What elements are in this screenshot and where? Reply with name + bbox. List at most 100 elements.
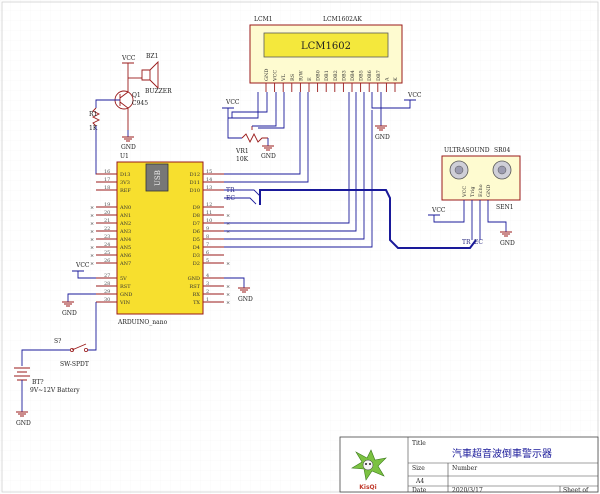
potentiometer-icon <box>241 132 268 144</box>
vcc-label-buzzer: VCC <box>121 55 136 62</box>
power-switch[interactable]: S? SW-SPDT <box>21 302 97 368</box>
nano-right-pin-name: RX <box>193 292 201 298</box>
lcm-pin-label: DB3 <box>341 70 347 81</box>
nano-right-pin-name: GND <box>188 276 200 282</box>
lcm-pin-label: DB6 <box>367 70 373 81</box>
nano-left-pin-name: AN1 <box>119 213 131 219</box>
nano-right-pin-number: 10 <box>206 218 212 224</box>
lcm-pin-label: R/W <box>298 70 304 81</box>
sr04-pin-label: GND <box>486 185 492 197</box>
buzzer-icon <box>141 60 159 90</box>
nano-power: VCC GND GND <box>62 262 253 317</box>
nano-left-pin-name: 5V <box>120 276 127 282</box>
no-connect-icon: × <box>226 221 230 227</box>
resistor-value: 1K <box>89 125 98 132</box>
no-connect-icon: × <box>226 300 230 306</box>
nano-left-pin-number: 25 <box>104 250 110 256</box>
pot-ref: VR1 <box>235 148 249 155</box>
no-connect-icon: × <box>90 237 94 243</box>
no-connect-icon: × <box>90 245 94 251</box>
resistor-ref: R1 <box>89 111 97 118</box>
nano-left-pin-number: 30 <box>104 297 110 303</box>
nano-right-pin-name: D3 <box>193 253 200 259</box>
nano-right-pin-number: 8 <box>206 234 209 240</box>
nano-left-pin-name: AN7 <box>119 261 131 267</box>
nano-left-pin-name: D13 <box>120 172 130 178</box>
nano-right-pin-name: D7 <box>193 221 200 227</box>
size-value: A4 <box>415 478 424 485</box>
buzzer-circuit: VCC BZ1 BUZZER Q1 C945 GND R1 1K <box>89 53 172 175</box>
lcm-pin-label: DB2 <box>333 70 339 81</box>
lcm-pin-label: DB7 <box>376 70 382 81</box>
lcm-ref: LCM1 <box>254 16 273 23</box>
no-connect-icon: × <box>90 205 94 211</box>
lcm-part: LCM1602AK <box>323 16 362 23</box>
nano-left-pin-number: 17 <box>104 177 110 183</box>
nano-right-pin-number: 1 <box>206 297 209 303</box>
no-connect-icon: × <box>226 213 230 219</box>
nano-right-pin-name: D8 <box>193 213 200 219</box>
usb-label: USB <box>154 170 162 186</box>
no-connect-icon: × <box>90 213 94 219</box>
lcd-bus-wires <box>224 92 373 248</box>
switch-icon <box>71 343 87 351</box>
date-label: Date <box>412 487 427 494</box>
nano-left-pin-number: 24 <box>104 242 110 248</box>
nano-left-pin-number: 22 <box>104 226 110 232</box>
nano-right-pin-number: 2 <box>206 289 209 295</box>
ground-icon <box>375 125 387 131</box>
sr04-pin-label: VCC <box>462 186 468 198</box>
lcm-pin-label: VCC <box>273 70 279 82</box>
lcm-pin-label: DB5 <box>359 70 365 81</box>
nano-right-pin-name: D12 <box>190 172 200 178</box>
contrast-pot: VCC VR1 10K GND <box>222 92 277 163</box>
ultrasound-ref: SEN1 <box>496 204 514 211</box>
gnd-label-buzzer: GND <box>121 144 136 151</box>
nano-left-pin-number: 26 <box>104 258 110 264</box>
nano-right-pin-name: D5 <box>193 237 200 243</box>
battery-icon <box>14 367 30 381</box>
nano-left-pin-name: AN6 <box>119 253 131 259</box>
nano-left-pin-number: 19 <box>104 202 110 208</box>
lcm-pin-label: VL <box>281 73 287 82</box>
lcm-screen-text: LCM1602 <box>301 41 351 52</box>
resistor-icon <box>91 107 101 127</box>
no-connect-icon: × <box>90 221 94 227</box>
nano-left-pin-number: 28 <box>104 281 110 287</box>
nano-left-pin-name: 3V3 <box>120 180 130 186</box>
buzzer-name: BUZZER <box>145 88 172 95</box>
nano-left-pin-name: GND <box>120 292 132 298</box>
nano-left-pin-number: 16 <box>104 169 110 175</box>
nano-right-pin-number: 12 <box>206 202 212 208</box>
nano-left-pin-name: AN4 <box>119 237 131 243</box>
nano-right-pin-number: 3 <box>206 281 209 287</box>
usb-connector <box>145 163 169 192</box>
vcc-label-pot: VCC <box>225 99 240 106</box>
arduino-ref: U1 <box>120 153 129 160</box>
lcm-pin-label: DB0 <box>316 70 322 81</box>
vcc-label-nano: VCC <box>75 262 90 269</box>
lcm-pin-label: K <box>393 77 399 81</box>
nano-left-pin-name: AN2 <box>119 221 131 227</box>
logo-text: KisQi <box>359 484 376 491</box>
nano-right-pin-number: 13 <box>206 185 212 191</box>
title-label: Title <box>412 440 426 447</box>
gnd-label-nano-right: GND <box>238 296 253 303</box>
nano-right-pin-name: D11 <box>190 180 200 186</box>
nano-left-pin-number: 29 <box>104 289 110 295</box>
gnd-label-nano: GND <box>62 310 77 317</box>
title-block: Title 汽車超音波倒車警示器 Size Number A4 Date 202… <box>339 436 599 494</box>
gnd-label-lcd: GND <box>375 134 390 141</box>
nano-right-pin-number: 14 <box>206 177 212 183</box>
nano-right-pin-name: D2 <box>193 261 200 267</box>
buzzer-ref: BZ1 <box>146 53 158 60</box>
transistor-ref: Q1 <box>132 92 141 99</box>
ground-icon <box>500 231 512 237</box>
nano-right-pin-number: 5 <box>206 258 209 264</box>
nano-left-pin-name: VIN <box>119 300 131 306</box>
ground-icon <box>62 301 74 307</box>
